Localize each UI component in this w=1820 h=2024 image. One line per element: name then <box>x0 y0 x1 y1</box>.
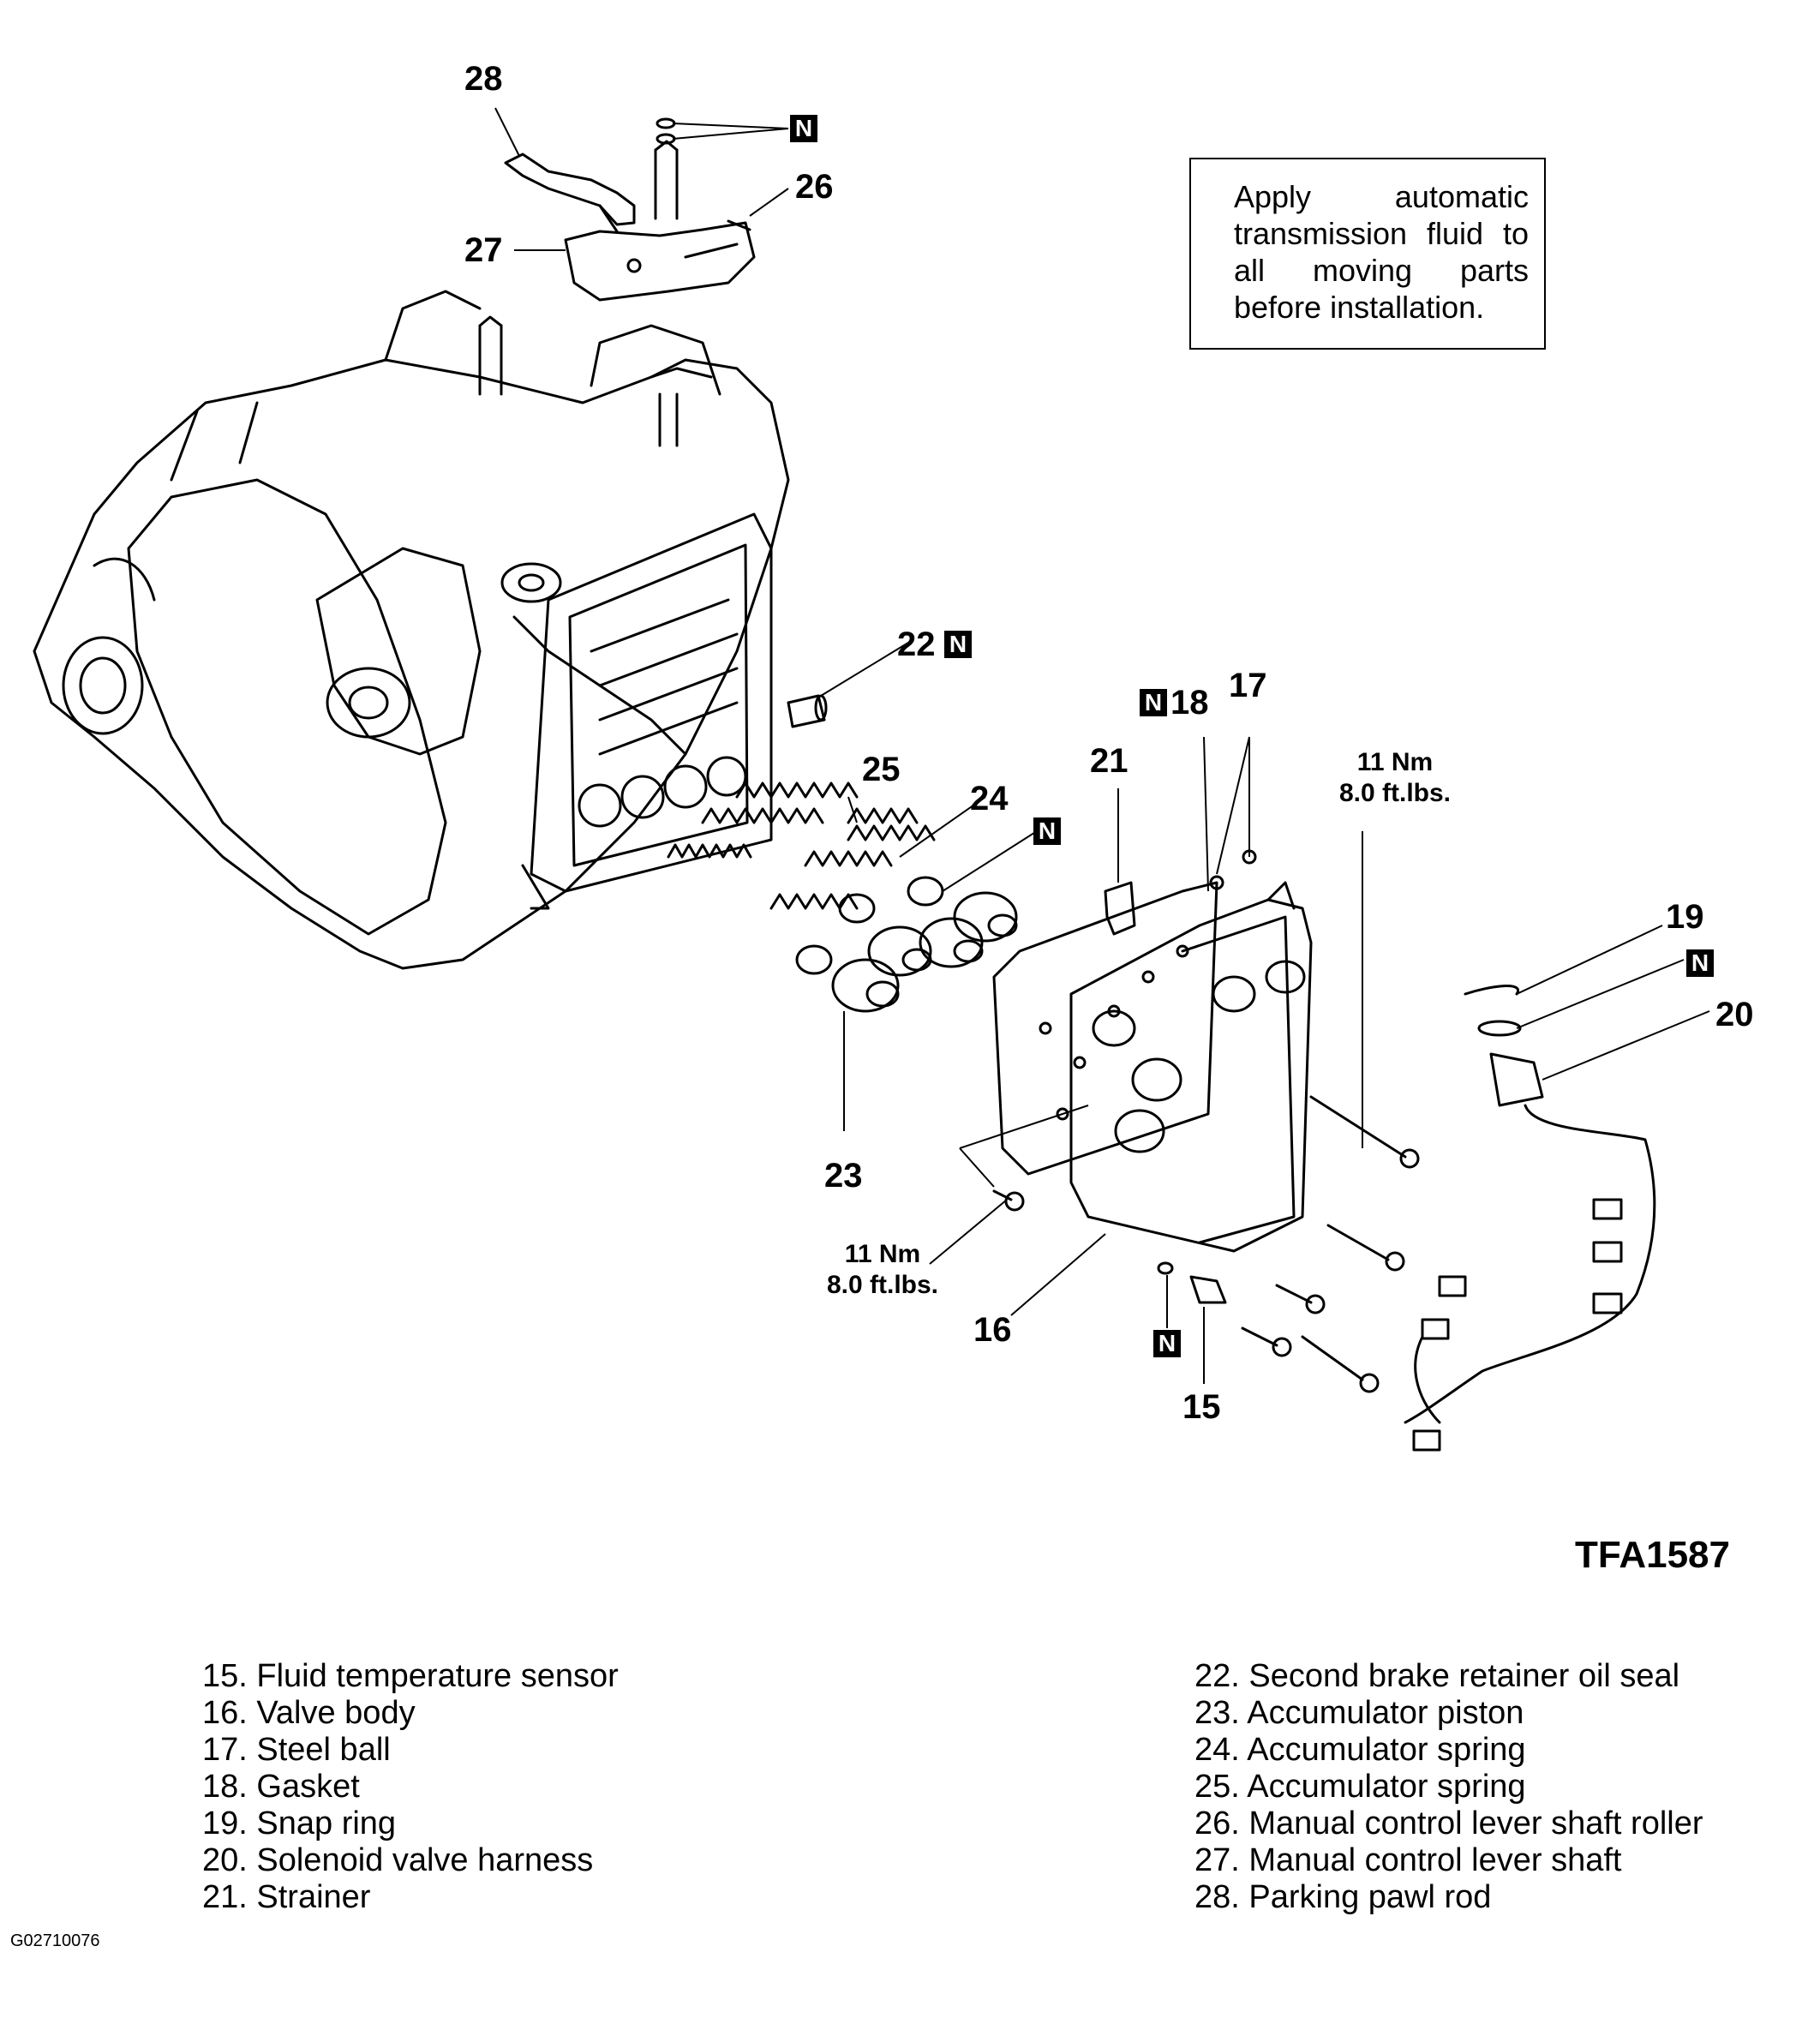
snap-ring-drawing <box>1464 985 1522 1037</box>
callout-25: 25 <box>862 751 901 788</box>
callout-17: 17 <box>1229 667 1267 704</box>
torque-nm: 11 Nm <box>844 1240 921 1268</box>
leader-25 <box>847 796 858 823</box>
harness-drawing <box>1404 1052 1656 1452</box>
legend-item: 18. Gasket <box>202 1769 360 1805</box>
torque-nm: 11 Nm <box>1356 748 1434 776</box>
leader-20 <box>1542 1010 1710 1081</box>
callout-15: 15 <box>1182 1388 1221 1426</box>
callout-23: 23 <box>824 1157 863 1195</box>
leader-n-top <box>672 123 789 140</box>
legend-item: 19. Snap ring <box>202 1805 397 1841</box>
springs-drawing <box>667 781 936 910</box>
legend-right: 22. Second brake retainer oil seal 23. A… <box>1194 1658 1703 1916</box>
legend-item: 15. Fluid temperature sensor <box>202 1658 619 1694</box>
callout-20: 20 <box>1715 996 1754 1033</box>
leader-19 <box>1516 925 1663 995</box>
leader-n-19 <box>1516 959 1685 1029</box>
legend-item: 25. Accumulator spring <box>1194 1769 1526 1805</box>
replace-marker-15: N <box>1153 1330 1181 1357</box>
legend-item: 16. Valve body <box>202 1695 416 1731</box>
callout-24: 24 <box>970 780 1009 817</box>
leader-22 <box>820 642 909 697</box>
leader-17 <box>1216 736 1250 875</box>
replace-marker-24: N <box>1033 817 1061 845</box>
bolts-drawing <box>992 1095 1420 1393</box>
transmission-case <box>33 290 790 970</box>
figure-code: TFA1587 <box>1575 1534 1730 1576</box>
legend-item: 21. Strainer <box>202 1879 371 1915</box>
torque-spec-top: 11 Nm 8.0 ft.lbs. <box>1309 747 1481 809</box>
torque-ftlbs: 8.0 ft.lbs. <box>826 1271 939 1299</box>
leader-18 <box>1203 736 1209 892</box>
image-id: G02710076 <box>10 1931 100 1950</box>
replace-marker-22: N <box>944 631 972 658</box>
callout-21: 21 <box>1090 742 1129 780</box>
leader-n-24 <box>942 830 1038 892</box>
legend-item: 26. Manual control lever shaft roller <box>1194 1805 1703 1841</box>
replace-marker-19: N <box>1686 949 1714 977</box>
leader-gasket-bolt <box>959 1105 1089 1188</box>
callout-19: 19 <box>1666 898 1704 936</box>
torque-spec-bottom: 11 Nm 8.0 ft.lbs. <box>797 1239 968 1301</box>
legend-left: 15. Fluid temperature sensor 16. Valve b… <box>202 1658 619 1916</box>
parking-pawl-rod-drawing <box>504 153 636 233</box>
legend-item: 17. Steel ball <box>202 1732 391 1768</box>
leader-11nm-bottom <box>929 1199 1008 1265</box>
leader-28 <box>494 107 520 157</box>
callout-26: 26 <box>795 168 834 206</box>
gasket-drawing <box>992 881 1218 1176</box>
legend-item: 23. Accumulator piston <box>1194 1695 1524 1731</box>
legend-item: 20. Solenoid valve harness <box>202 1842 594 1878</box>
replace-marker-top: N <box>790 115 817 142</box>
callout-22: 22 <box>897 626 936 663</box>
legend-item: 27. Manual control lever shaft <box>1194 1842 1622 1878</box>
torque-ftlbs: 8.0 ft.lbs. <box>1338 779 1452 807</box>
pistons-drawing <box>795 876 1018 1013</box>
leader-26 <box>749 188 789 217</box>
oil-seal-drawing <box>787 694 828 728</box>
manual-lever-drawing <box>564 140 756 302</box>
callout-18: 18 <box>1170 684 1209 722</box>
callout-27: 27 <box>464 231 503 269</box>
leader-24 <box>899 796 986 858</box>
legend-item: 24. Accumulator spring <box>1194 1732 1526 1768</box>
roller-drawing <box>727 219 751 231</box>
o-ring-drawing <box>656 117 676 129</box>
note-text: Apply automatic transmission fluid to al… <box>1234 179 1529 325</box>
leader-16 <box>1010 1233 1106 1316</box>
note-box: Apply automatic transmission fluid to al… <box>1189 158 1546 350</box>
legend-item: 22. Second brake retainer oil seal <box>1194 1658 1680 1694</box>
temp-sensor-drawing <box>1157 1261 1227 1304</box>
strainer-drawing <box>1104 881 1136 936</box>
valve-body-drawing <box>1069 849 1313 1253</box>
replace-marker-18: N <box>1140 689 1167 716</box>
callout-28: 28 <box>464 60 503 98</box>
legend-item: 28. Parking pawl rod <box>1194 1879 1492 1915</box>
callout-16: 16 <box>973 1311 1012 1349</box>
